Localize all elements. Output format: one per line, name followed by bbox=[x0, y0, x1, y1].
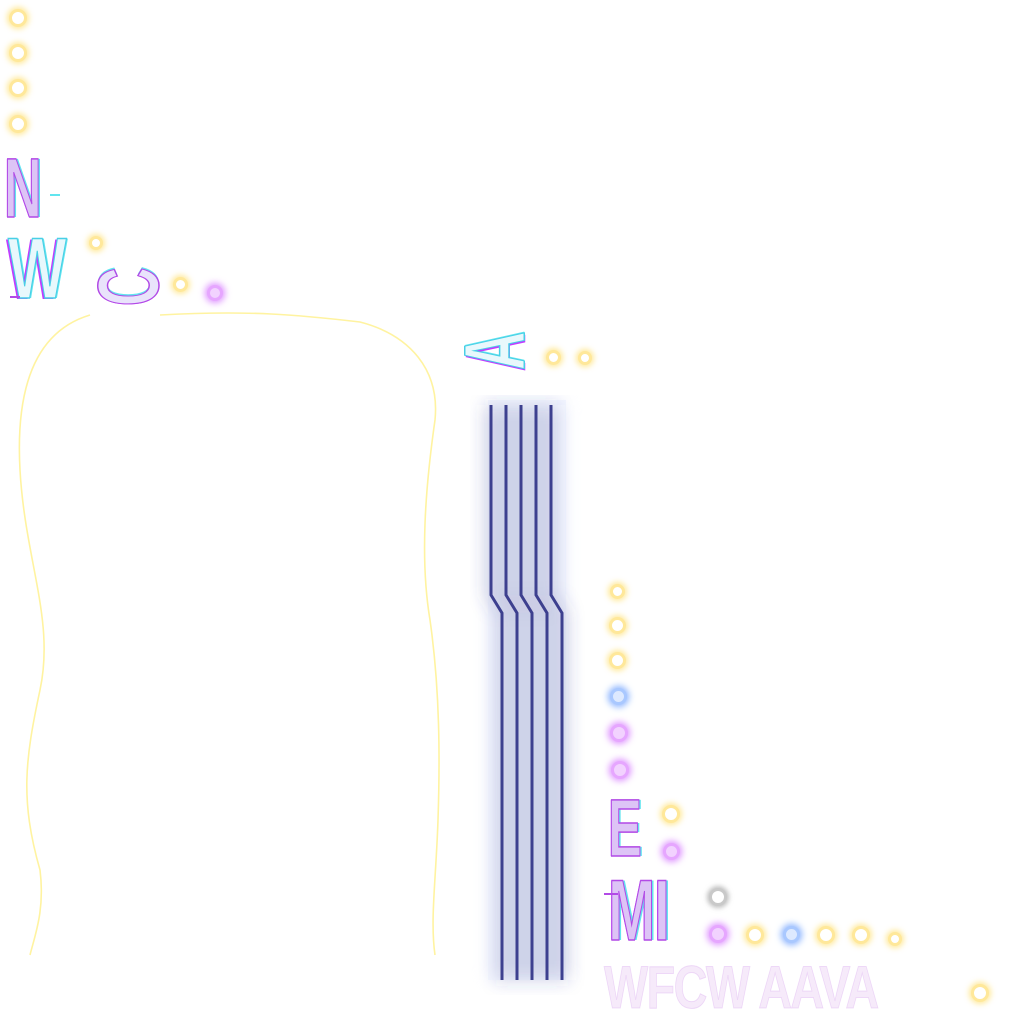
glyph-w: W bbox=[7, 221, 67, 317]
glyph-tick bbox=[50, 194, 60, 196]
wire bbox=[534, 405, 549, 980]
glyph-tick bbox=[10, 296, 20, 298]
glyph-faint-line: WFCW AAVA bbox=[604, 954, 880, 1021]
wire bbox=[519, 405, 534, 980]
glow-dot-gray bbox=[709, 888, 727, 906]
wire bbox=[549, 405, 564, 980]
wire bbox=[489, 405, 504, 980]
glow-dot-yellow bbox=[173, 277, 188, 292]
glow-dot-yellow bbox=[9, 115, 27, 133]
glyph-e: E bbox=[608, 783, 643, 874]
glow-dot-violet bbox=[709, 925, 727, 943]
glow-dot-yellow bbox=[89, 236, 103, 250]
glow-dot-yellow bbox=[609, 617, 626, 634]
glow-dot-violet bbox=[610, 724, 628, 742]
glow-dot-violet bbox=[663, 843, 680, 860]
glow-dot-yellow bbox=[971, 984, 989, 1002]
glyph-n: N bbox=[4, 141, 43, 235]
glow-dot-yellow bbox=[578, 351, 592, 365]
glow-dot-yellow bbox=[610, 584, 625, 599]
glow-dot-yellow bbox=[662, 805, 680, 823]
glyph-a-rotated: A bbox=[446, 332, 543, 370]
glow-dot-yellow bbox=[609, 652, 626, 669]
glow-dot-yellow bbox=[852, 926, 870, 944]
glyph-mi: MI bbox=[608, 863, 671, 959]
glow-dot-yellow bbox=[888, 932, 902, 946]
glow-dot-yellow bbox=[9, 9, 27, 27]
glow-dot-yellow bbox=[9, 44, 27, 62]
wire-bundle-icon bbox=[488, 400, 566, 980]
glow-dot-yellow bbox=[9, 79, 27, 97]
wire bbox=[504, 405, 519, 980]
glow-dot-blue bbox=[610, 688, 627, 705]
glyph-c-rotated: C bbox=[80, 268, 177, 306]
glow-dot-blue bbox=[783, 926, 800, 943]
glow-dot-yellow bbox=[746, 926, 764, 944]
glyph-tick bbox=[604, 893, 618, 895]
glow-dot-yellow bbox=[817, 926, 835, 944]
glow-dot-violet bbox=[207, 285, 223, 301]
glow-dot-yellow bbox=[546, 350, 561, 365]
glow-dot-violet bbox=[611, 761, 629, 779]
